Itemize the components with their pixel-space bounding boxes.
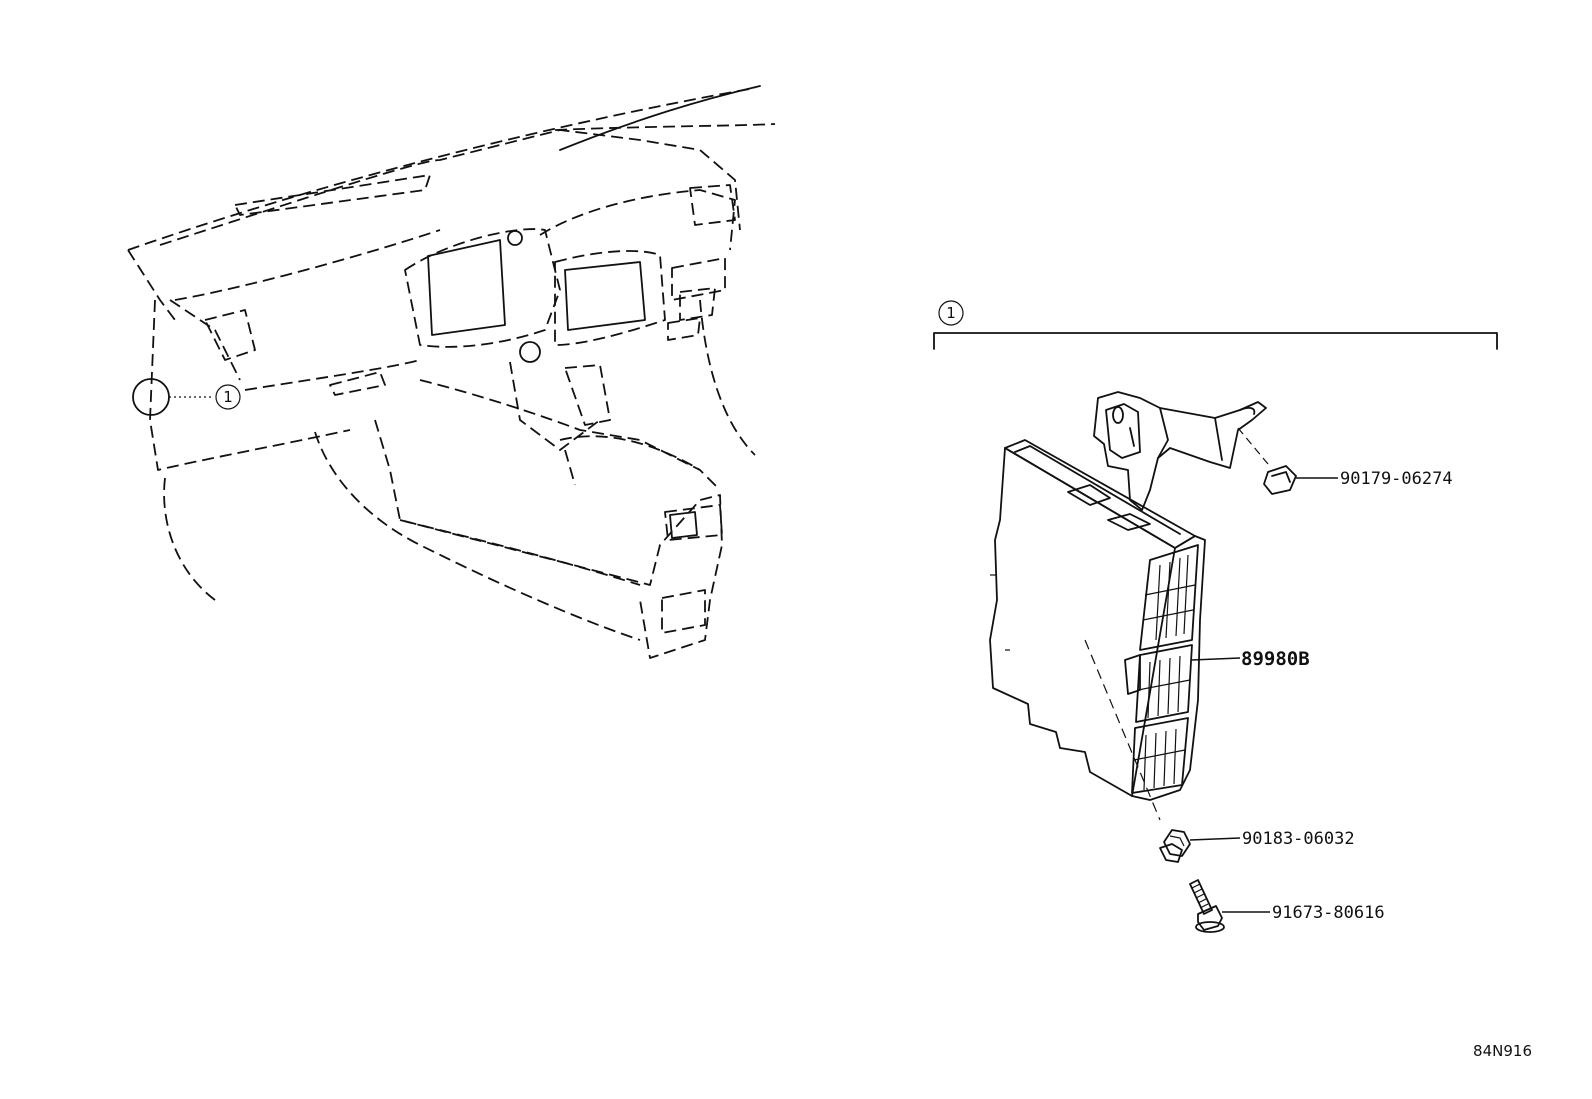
part-number-bolt: 91673-80616 <box>1272 903 1385 923</box>
ecu-module-89980B <box>989 427 1269 821</box>
ref-1-circle-left <box>215 384 241 410</box>
assembly-bracket: 1 <box>933 300 1498 350</box>
ref-1-label-right: 1 <box>946 304 956 322</box>
module-label: 89980B <box>1191 648 1310 670</box>
assembly-range-bracket <box>933 332 1498 350</box>
part-number-module: 89980B <box>1241 648 1310 670</box>
mounting-bracket <box>1093 391 1267 511</box>
ref-1-circle-right <box>938 300 964 326</box>
nut-part: 90183-06032 <box>1159 829 1355 863</box>
drawing-code: 84N916 <box>1473 1042 1532 1060</box>
ref-1-label-left: 1 <box>223 388 233 406</box>
part-number-clip: 90179-06274 <box>1340 469 1453 489</box>
clip-part: 90179-06274 <box>1263 465 1453 495</box>
part-number-nut: 90183-06032 <box>1242 829 1355 849</box>
dashboard-overview: 1 <box>127 85 776 659</box>
bolt-part: 91673-80616 <box>1189 879 1385 933</box>
